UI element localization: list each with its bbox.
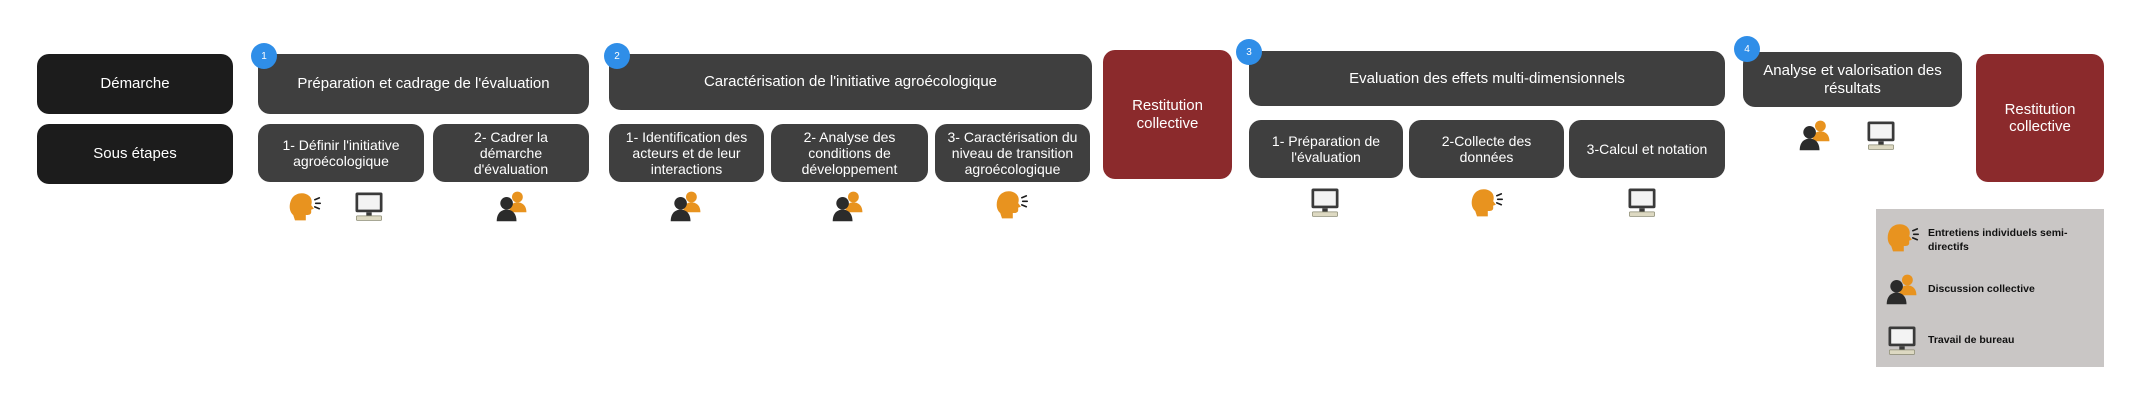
legend-label-interview: Entretiens individuels semi-directifs bbox=[1928, 227, 2068, 253]
stage-1-badge: 1 bbox=[251, 43, 277, 69]
stage-2-substep-2: 2- Analyse des conditions de développeme… bbox=[771, 124, 928, 182]
legend-label-desk: Travail de bureau bbox=[1928, 334, 2015, 346]
stage-4-badge: 4 bbox=[1734, 36, 1760, 62]
restitution-2: Restitution collective bbox=[1976, 54, 2104, 182]
stage-1-substep-2: 2- Cadrer la démarche d'évaluation bbox=[433, 124, 589, 182]
stage-4-header: Analyse et valorisation des résultats bbox=[1743, 52, 1962, 107]
stage-3-header: Evaluation des effets multi-dimensionnel… bbox=[1249, 51, 1725, 106]
speaking-head-icon bbox=[286, 188, 322, 224]
stage-2-header: Caractérisation de l'initiative agroécol… bbox=[609, 54, 1092, 110]
group-discussion-icon bbox=[1884, 271, 1920, 307]
legend-label-discussion: Discussion collective bbox=[1928, 283, 2035, 295]
computer-monitor-icon bbox=[1884, 322, 1920, 358]
group-discussion-icon bbox=[830, 188, 866, 224]
stage-3-substep-3: 3-Calcul et notation bbox=[1569, 120, 1725, 178]
stage-2-substep-3: 3- Caractérisation du niveau de transiti… bbox=[935, 124, 1090, 182]
speaking-head-icon bbox=[1468, 184, 1504, 220]
legend: Entretiens individuels semi-directifs Di… bbox=[1876, 209, 2104, 367]
stage-3-substep-1: 1- Préparation de l'évaluation bbox=[1249, 120, 1403, 178]
stage-3-badge: 3 bbox=[1236, 39, 1262, 65]
computer-monitor-icon bbox=[351, 188, 387, 224]
row-label-demarche: Démarche bbox=[37, 54, 233, 114]
speaking-head-icon bbox=[1884, 219, 1920, 255]
stage-1-substep-1: 1- Définir l'initiative agroécologique bbox=[258, 124, 424, 182]
computer-monitor-icon bbox=[1863, 117, 1899, 153]
restitution-1: Restitution collective bbox=[1103, 50, 1232, 179]
speaking-head-icon bbox=[993, 186, 1029, 222]
stage-2-substep-1: 1- Identification des acteurs et de leur… bbox=[609, 124, 764, 182]
computer-monitor-icon bbox=[1624, 184, 1660, 220]
computer-monitor-icon bbox=[1307, 184, 1343, 220]
group-discussion-icon bbox=[1797, 117, 1833, 153]
stage-2-badge: 2 bbox=[604, 43, 630, 69]
row-label-sous-etapes: Sous étapes bbox=[37, 124, 233, 184]
stage-3-substep-2: 2-Collecte des données bbox=[1409, 120, 1564, 178]
group-discussion-icon bbox=[494, 188, 530, 224]
stage-1-header: Préparation et cadrage de l'évaluation bbox=[258, 54, 589, 114]
group-discussion-icon bbox=[668, 188, 704, 224]
